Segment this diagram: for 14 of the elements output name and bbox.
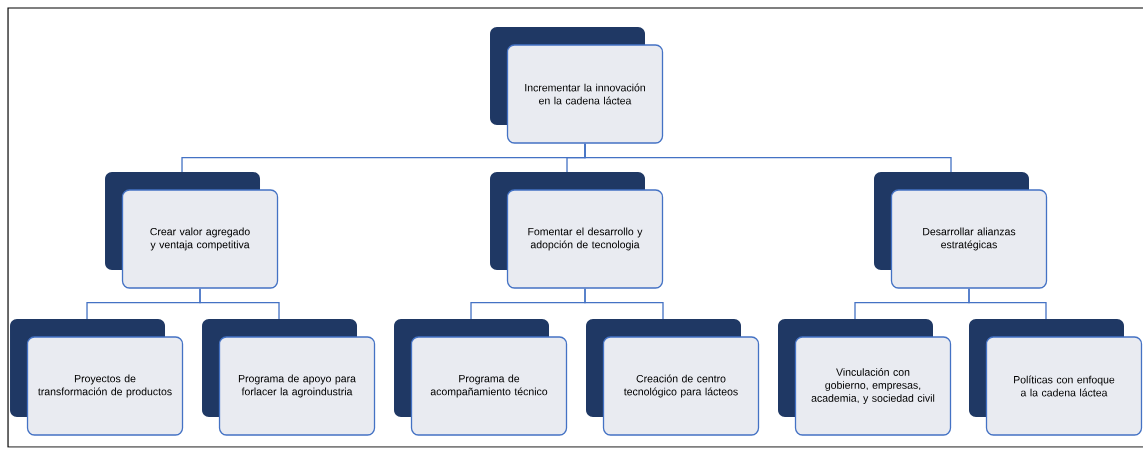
org-box: Proyectos de transformación de productos — [10, 319, 184, 436]
connector — [968, 288, 1047, 320]
connector — [584, 143, 952, 173]
org-box: Vinculación con gobierno, empresas, academia, y sociedad civil — [778, 319, 952, 436]
org-box: Crear valor agregado y ventaja competitiva — [105, 172, 279, 289]
connector — [199, 288, 280, 320]
org-box: Programa de apoyo para forlacer la agroindustria — [202, 319, 376, 436]
org-box: Programa de acompañamiento técnico — [394, 319, 568, 436]
org-box: Fomentar el desarrollo y adopción de tecnologia — [490, 172, 664, 289]
connector — [584, 288, 664, 320]
org-box: Políticas con enfoque a la cadena láctea — [969, 319, 1143, 436]
org-box: Desarrollar alianzas estratégicas — [874, 172, 1048, 289]
org-box: Incrementar la innovación en la cadena láctea — [490, 27, 664, 144]
org-box: Creación de centro tecnológico para lácteos — [586, 319, 760, 436]
